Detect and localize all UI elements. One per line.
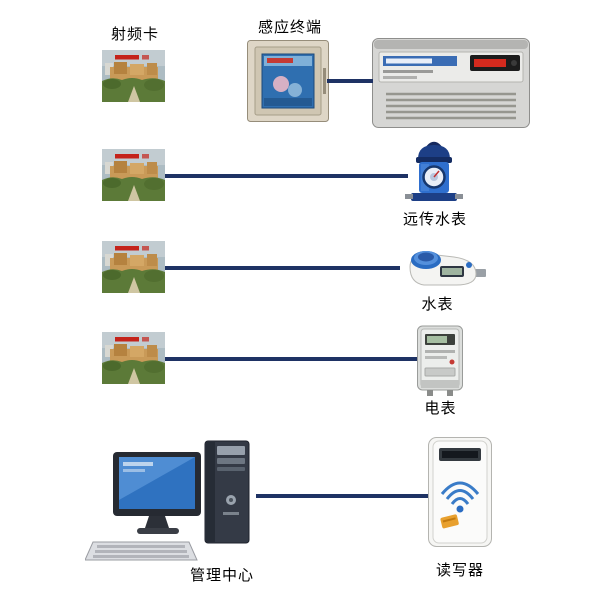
water-meter-icon bbox=[409, 251, 486, 286]
connector-line-card-remote-water-meter bbox=[164, 174, 408, 178]
water-meter-label: 水表 bbox=[421, 296, 454, 313]
terminal-device-icon bbox=[247, 40, 329, 122]
remote-water-meter-icon bbox=[405, 141, 463, 201]
connector-line-card-water-meter bbox=[164, 266, 400, 270]
controller-unit-image bbox=[372, 38, 530, 128]
rfid-card-photo-icon bbox=[102, 50, 165, 102]
rfid-card-image bbox=[102, 332, 165, 384]
electric-meter-icon bbox=[417, 325, 463, 396]
induction-terminal-image bbox=[247, 40, 329, 122]
induction-terminal-label: 感应终端 bbox=[257, 19, 322, 36]
rfid-card-image bbox=[102, 149, 165, 201]
controller-device-icon bbox=[372, 38, 530, 128]
water-meter-image bbox=[398, 245, 486, 293]
remote-water-meter-image bbox=[405, 139, 463, 207]
connector-line-card-electric-meter bbox=[164, 357, 417, 361]
connector-line-terminal-controller bbox=[327, 79, 373, 83]
reader-writer-label: 读写器 bbox=[435, 562, 484, 579]
rfid-card-photo-icon bbox=[102, 241, 165, 293]
rfid-card-label: 射频卡 bbox=[110, 26, 159, 43]
electric-meter-label: 电表 bbox=[424, 400, 457, 417]
rfid-card-image bbox=[102, 50, 165, 102]
management-center-computer-image bbox=[85, 438, 260, 566]
reader-writer-icon bbox=[428, 437, 492, 547]
reader-writer-image bbox=[427, 436, 493, 548]
electric-meter-image bbox=[415, 324, 465, 398]
connector-line-computer-reader bbox=[256, 494, 428, 498]
rfid-card-photo-icon bbox=[102, 332, 165, 384]
desktop-computer-icon bbox=[85, 440, 250, 561]
remote-water-meter-label: 远传水表 bbox=[402, 211, 467, 228]
management-center-label: 管理中心 bbox=[189, 567, 254, 584]
rfid-card-photo-icon bbox=[102, 149, 165, 201]
rfid-card-image bbox=[102, 241, 165, 293]
